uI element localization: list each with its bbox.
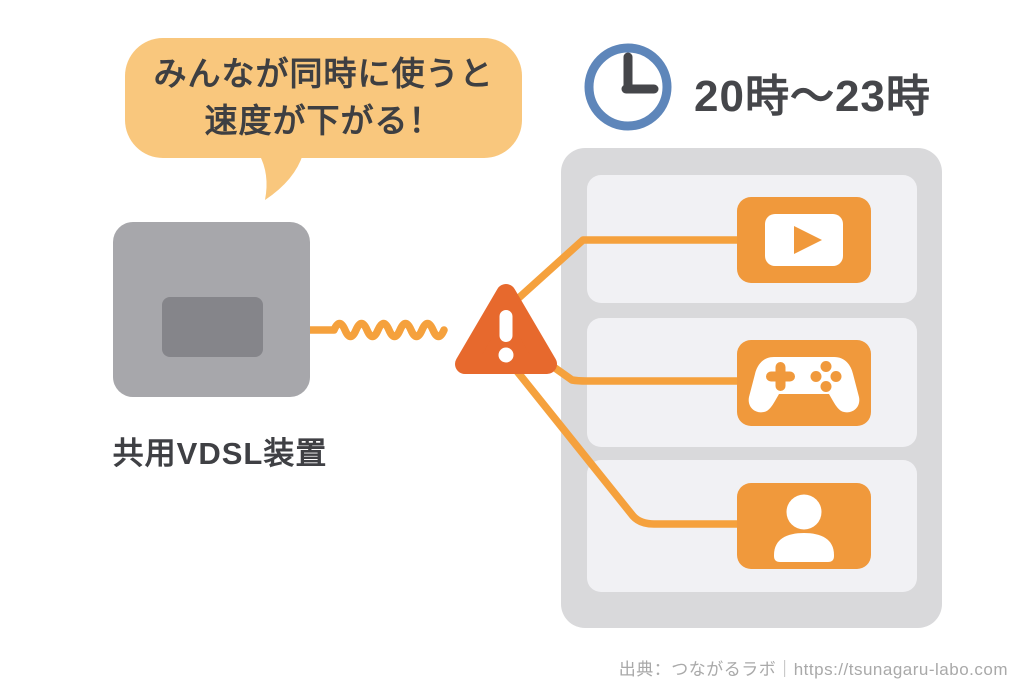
warning-icon bbox=[455, 284, 557, 374]
person-icon bbox=[774, 494, 834, 562]
device-box-person bbox=[737, 483, 871, 569]
vdsl-device-graphic bbox=[113, 222, 310, 397]
device-box-video bbox=[737, 197, 871, 283]
squiggly-line bbox=[304, 319, 448, 341]
gamepad-icon bbox=[748, 357, 860, 413]
device-box-game bbox=[737, 340, 871, 426]
time-range-label: 20時〜23時 bbox=[694, 72, 931, 121]
speech-bubble-tail bbox=[259, 154, 303, 200]
source-credit: 出典：つながるラボ｜https://tsunagaru-labo.com bbox=[618, 660, 1008, 679]
line-to-person bbox=[512, 366, 743, 528]
speech-bubble: みんなが同時に使うと 速度が下がる！ bbox=[125, 38, 522, 158]
video-play-icon bbox=[765, 214, 843, 266]
line-to-game bbox=[534, 352, 743, 385]
bubble-text-line1: みんなが同時に使うと bbox=[153, 55, 494, 93]
line-to-video bbox=[508, 236, 743, 308]
vdsl-device-screen bbox=[162, 297, 263, 357]
vdsl-device-label: 共用VDSL装置 bbox=[112, 436, 328, 471]
bubble-text-line2: 速度が下がる！ bbox=[204, 102, 443, 139]
clock-icon bbox=[584, 43, 672, 131]
